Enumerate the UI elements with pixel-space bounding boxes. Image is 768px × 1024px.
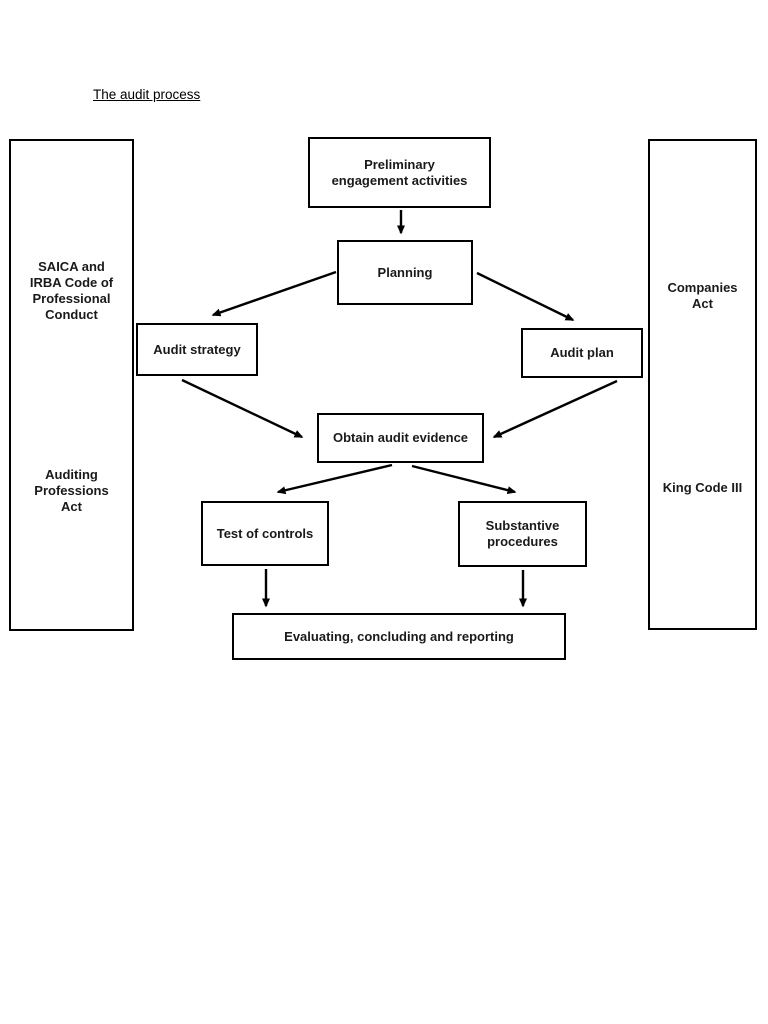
node-planning-label: Planning: [377, 264, 433, 280]
node-obtain-audit-evidence-label: Obtain audit evidence: [332, 430, 469, 445]
companies-act-label: Companies Act: [667, 280, 738, 311]
arrow-obtain-evidence-to-substantive: [411, 464, 517, 495]
node-audit-strategy: Audit strategy: [136, 323, 258, 376]
node-substantive-procedures: Substantive procedures: [458, 501, 587, 567]
node-audit-strategy-label: Audit strategy: [153, 341, 241, 357]
node-audit-plan-label: Audit plan: [550, 345, 614, 360]
node-substantive-procedures-label: Substantive procedures: [485, 518, 560, 549]
auditing-professions-act-label: Auditing Professions Act: [34, 467, 109, 514]
node-evaluating-concluding-reporting-label: Evaluating, concluding and reporting: [284, 628, 514, 644]
arrow-planning-to-audit-strategy: [211, 270, 337, 317]
right-regulations-panel: Companies Act King Code III: [648, 139, 757, 630]
node-test-of-controls: Test of controls: [201, 501, 329, 566]
arrow-audit-plan-to-obtain-evidence: [492, 379, 618, 439]
king-code-label: King Code III: [662, 480, 743, 495]
left-regulations-panel: SAICA and IRBA Code of Professional Cond…: [9, 139, 134, 631]
node-evaluating-concluding-reporting: Evaluating, concluding and reporting: [232, 613, 566, 660]
saica-irba-code-label: SAICA and IRBA Code of Professional Cond…: [29, 259, 114, 322]
node-planning: Planning: [337, 240, 473, 305]
node-test-of-controls-label: Test of controls: [216, 525, 314, 541]
arrow-obtain-evidence-to-test-of-controls: [276, 463, 393, 495]
node-obtain-audit-evidence: Obtain audit evidence: [317, 413, 484, 463]
page-title: The audit process: [93, 87, 201, 102]
node-preliminary-engagement: Preliminary engagement activities: [308, 137, 491, 208]
node-preliminary-engagement-label: Preliminary engagement activities: [331, 156, 468, 188]
arrow-audit-strategy-to-obtain-evidence: [181, 378, 304, 439]
arrow-planning-to-audit-plan: [476, 271, 575, 322]
node-audit-plan: Audit plan: [521, 328, 643, 378]
